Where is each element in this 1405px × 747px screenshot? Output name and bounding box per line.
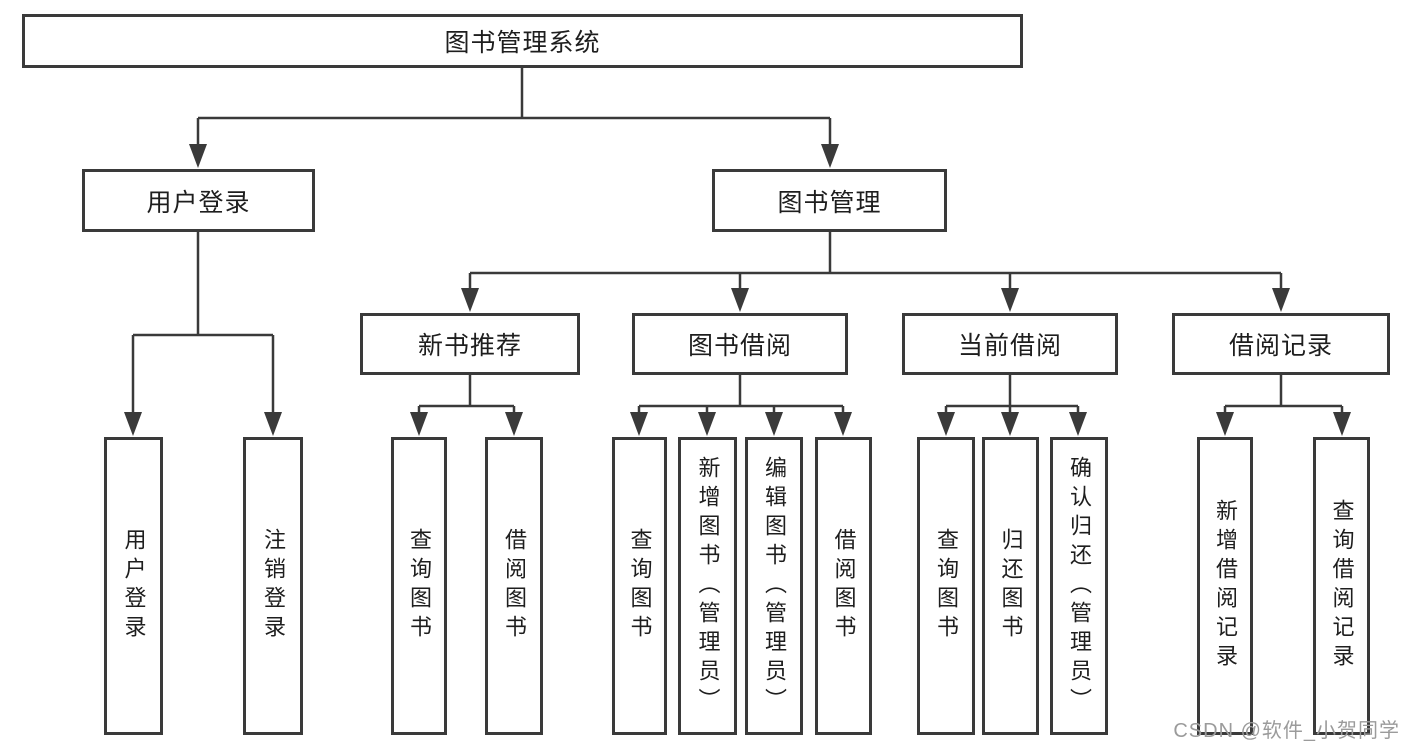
node-user-login: 用户登录 [82,169,315,232]
node-label: 新增借阅记录 [1213,499,1238,673]
node-leaf-query-books-1: 查询图书 [391,437,447,735]
node-leaf-return-books: 归还图书 [982,437,1039,735]
node-label: 查询图书 [934,528,959,644]
node-book-management: 图书管理 [712,169,947,232]
node-label: 当前借阅 [957,332,1062,360]
node-label: 图书管理 [777,188,882,217]
node-borrowing-records: 借阅记录 [1172,313,1390,375]
node-label: 借阅记录 [1228,332,1333,360]
node-label: 查询图书 [627,528,653,644]
node-label: 新增图书（管理员） [695,455,721,717]
node-label: 借阅图书 [831,528,857,644]
node-label: 图书借阅 [687,332,792,360]
node-leaf-confirm-return-admin: 确认归还（管理员） [1050,437,1108,735]
node-book-borrowing: 图书借阅 [632,313,848,375]
node-label: 归还图书 [998,528,1024,644]
node-label: 新书推荐 [417,332,522,360]
node-leaf-borrow-books-2: 借阅图书 [815,437,872,735]
node-label: 编辑图书（管理员） [762,455,787,717]
node-leaf-query-books-2: 查询图书 [612,437,667,735]
node-leaf-query-borrow-record: 查询借阅记录 [1313,437,1370,735]
node-label: 用户登录 [146,188,251,217]
node-leaf-logout: 注销登录 [243,437,303,735]
node-leaf-borrow-books-1: 借阅图书 [485,437,543,735]
node-label: 查询图书 [407,528,432,644]
node-label: 图书管理系统 [444,29,601,57]
node-library-management-system: 图书管理系统 [22,14,1023,68]
node-label: 确认归还（管理员） [1067,455,1092,717]
node-label: 用户登录 [121,528,147,644]
node-current-borrowing: 当前借阅 [902,313,1118,375]
node-label: 注销登录 [261,528,286,644]
csdn-watermark: CSDN @软件_小贺同学 [1173,720,1400,742]
node-leaf-add-borrow-record: 新增借阅记录 [1197,437,1253,735]
node-leaf-add-books-admin: 新增图书（管理员） [678,437,737,735]
arrowhead-icons [124,144,1351,436]
node-leaf-query-books-3: 查询图书 [917,437,975,735]
node-leaf-user-login: 用户登录 [104,437,163,735]
node-label: 借阅图书 [502,528,527,644]
node-new-book-recommendation: 新书推荐 [360,313,580,375]
node-leaf-edit-books-admin: 编辑图书（管理员） [745,437,803,735]
node-label: 查询借阅记录 [1329,499,1355,673]
